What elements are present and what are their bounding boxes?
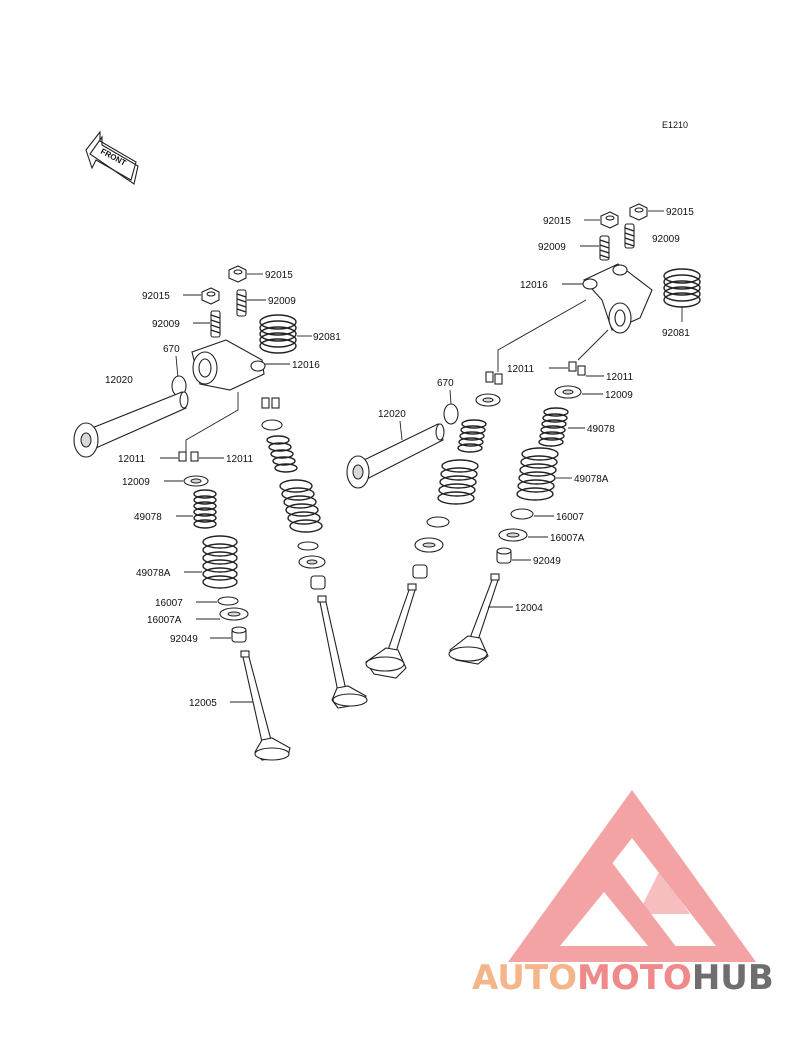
label-12016-left: 12016 bbox=[292, 360, 320, 371]
label-670-right: 670 bbox=[437, 378, 454, 389]
keepers-12011-right bbox=[485, 361, 586, 385]
label-12020-right: 12020 bbox=[378, 409, 406, 420]
automotohub-logo-icon bbox=[508, 790, 756, 962]
label-16007A-left: 16007A bbox=[147, 615, 182, 626]
inner-spring-49078-left bbox=[193, 489, 217, 529]
rocker-shaft-12020-left bbox=[73, 391, 189, 458]
seal-92049-right bbox=[496, 547, 512, 564]
label-49078A-right: 49078A bbox=[574, 474, 609, 485]
wordmark-moto: MOTO bbox=[576, 958, 692, 998]
label-670-left: 670 bbox=[163, 344, 180, 355]
label-92009-right-b: 92009 bbox=[652, 234, 680, 245]
nut-92015-right-b bbox=[629, 203, 648, 221]
adjust-screw-92009-left-b bbox=[210, 310, 221, 338]
valve-stack-right-intake bbox=[365, 393, 501, 679]
label-12005-left: 12005 bbox=[189, 698, 217, 709]
adjust-screw-92009-right-a bbox=[599, 235, 610, 261]
label-92049-left: 92049 bbox=[170, 634, 198, 645]
label-92015-upper-left: 92015 bbox=[265, 270, 293, 281]
adjust-screw-92009-right-b bbox=[624, 223, 635, 249]
label-92015-right-b: 92015 bbox=[666, 207, 694, 218]
o-ring-670-right bbox=[443, 403, 459, 425]
nut-92015-right-a bbox=[600, 211, 619, 229]
automotohub-wordmark: AUTOMOTOHUB bbox=[472, 958, 800, 1006]
seat-16007-left bbox=[217, 596, 239, 606]
front-direction-arrow-icon: FRONT bbox=[85, 130, 139, 185]
valve-stack-left-exhaust bbox=[261, 419, 368, 709]
adjust-screw-92009-left-a bbox=[236, 289, 247, 317]
label-92081-right: 92081 bbox=[662, 328, 690, 339]
label-92015-lower-left: 92015 bbox=[142, 291, 170, 302]
label-92009-right-a: 92009 bbox=[538, 242, 566, 253]
label-92015-right-a: 92015 bbox=[543, 216, 571, 227]
label-49078-right: 49078 bbox=[587, 424, 615, 435]
label-92009-left-b: 92009 bbox=[152, 319, 180, 330]
label-16007A-right: 16007A bbox=[550, 533, 585, 544]
seat-16007-right bbox=[510, 508, 534, 520]
rocker-shaft-12020-right bbox=[346, 423, 445, 489]
label-12011-right-a: 12011 bbox=[507, 364, 535, 375]
label-12011-right-b: 12011 bbox=[606, 372, 634, 383]
wordmark-hub: HUB bbox=[691, 958, 774, 998]
rocker-arm-12016-left bbox=[191, 339, 266, 391]
label-12009-left: 12009 bbox=[122, 477, 150, 488]
seal-92049-left bbox=[231, 626, 247, 643]
diagram-code: E1210 bbox=[662, 120, 688, 130]
rocker-arm-12016-right bbox=[582, 263, 653, 334]
label-92049-right: 92049 bbox=[533, 556, 561, 567]
label-12009-right: 12009 bbox=[605, 390, 633, 401]
label-12020-left: 12020 bbox=[105, 375, 133, 386]
label-16007-left: 16007 bbox=[155, 598, 183, 609]
label-12016-right: 12016 bbox=[520, 280, 548, 291]
label-12004-right: 12004 bbox=[515, 603, 543, 614]
valve-12005-left bbox=[240, 650, 291, 761]
nut-92015-lower-left bbox=[201, 287, 220, 305]
label-12011-left-a: 12011 bbox=[118, 454, 146, 465]
keepers-12011-left bbox=[178, 397, 280, 462]
outer-spring-49078A-right bbox=[516, 447, 559, 501]
spring-92081-left bbox=[259, 314, 297, 354]
outer-spring-49078A-left bbox=[202, 535, 238, 589]
label-16007-right: 16007 bbox=[556, 512, 584, 523]
valve-12004-right bbox=[448, 573, 500, 665]
label-92081-left: 92081 bbox=[313, 332, 341, 343]
inner-spring-49078-right bbox=[538, 407, 569, 447]
label-12011-left-b: 12011 bbox=[226, 454, 254, 465]
label-49078A-left: 49078A bbox=[136, 568, 171, 579]
nut-92015-upper-left bbox=[228, 265, 247, 283]
label-49078-left: 49078 bbox=[134, 512, 162, 523]
label-92009-left-a: 92009 bbox=[268, 296, 296, 307]
spring-92081-right bbox=[663, 268, 701, 308]
wordmark-auto: AUTO bbox=[472, 958, 577, 998]
